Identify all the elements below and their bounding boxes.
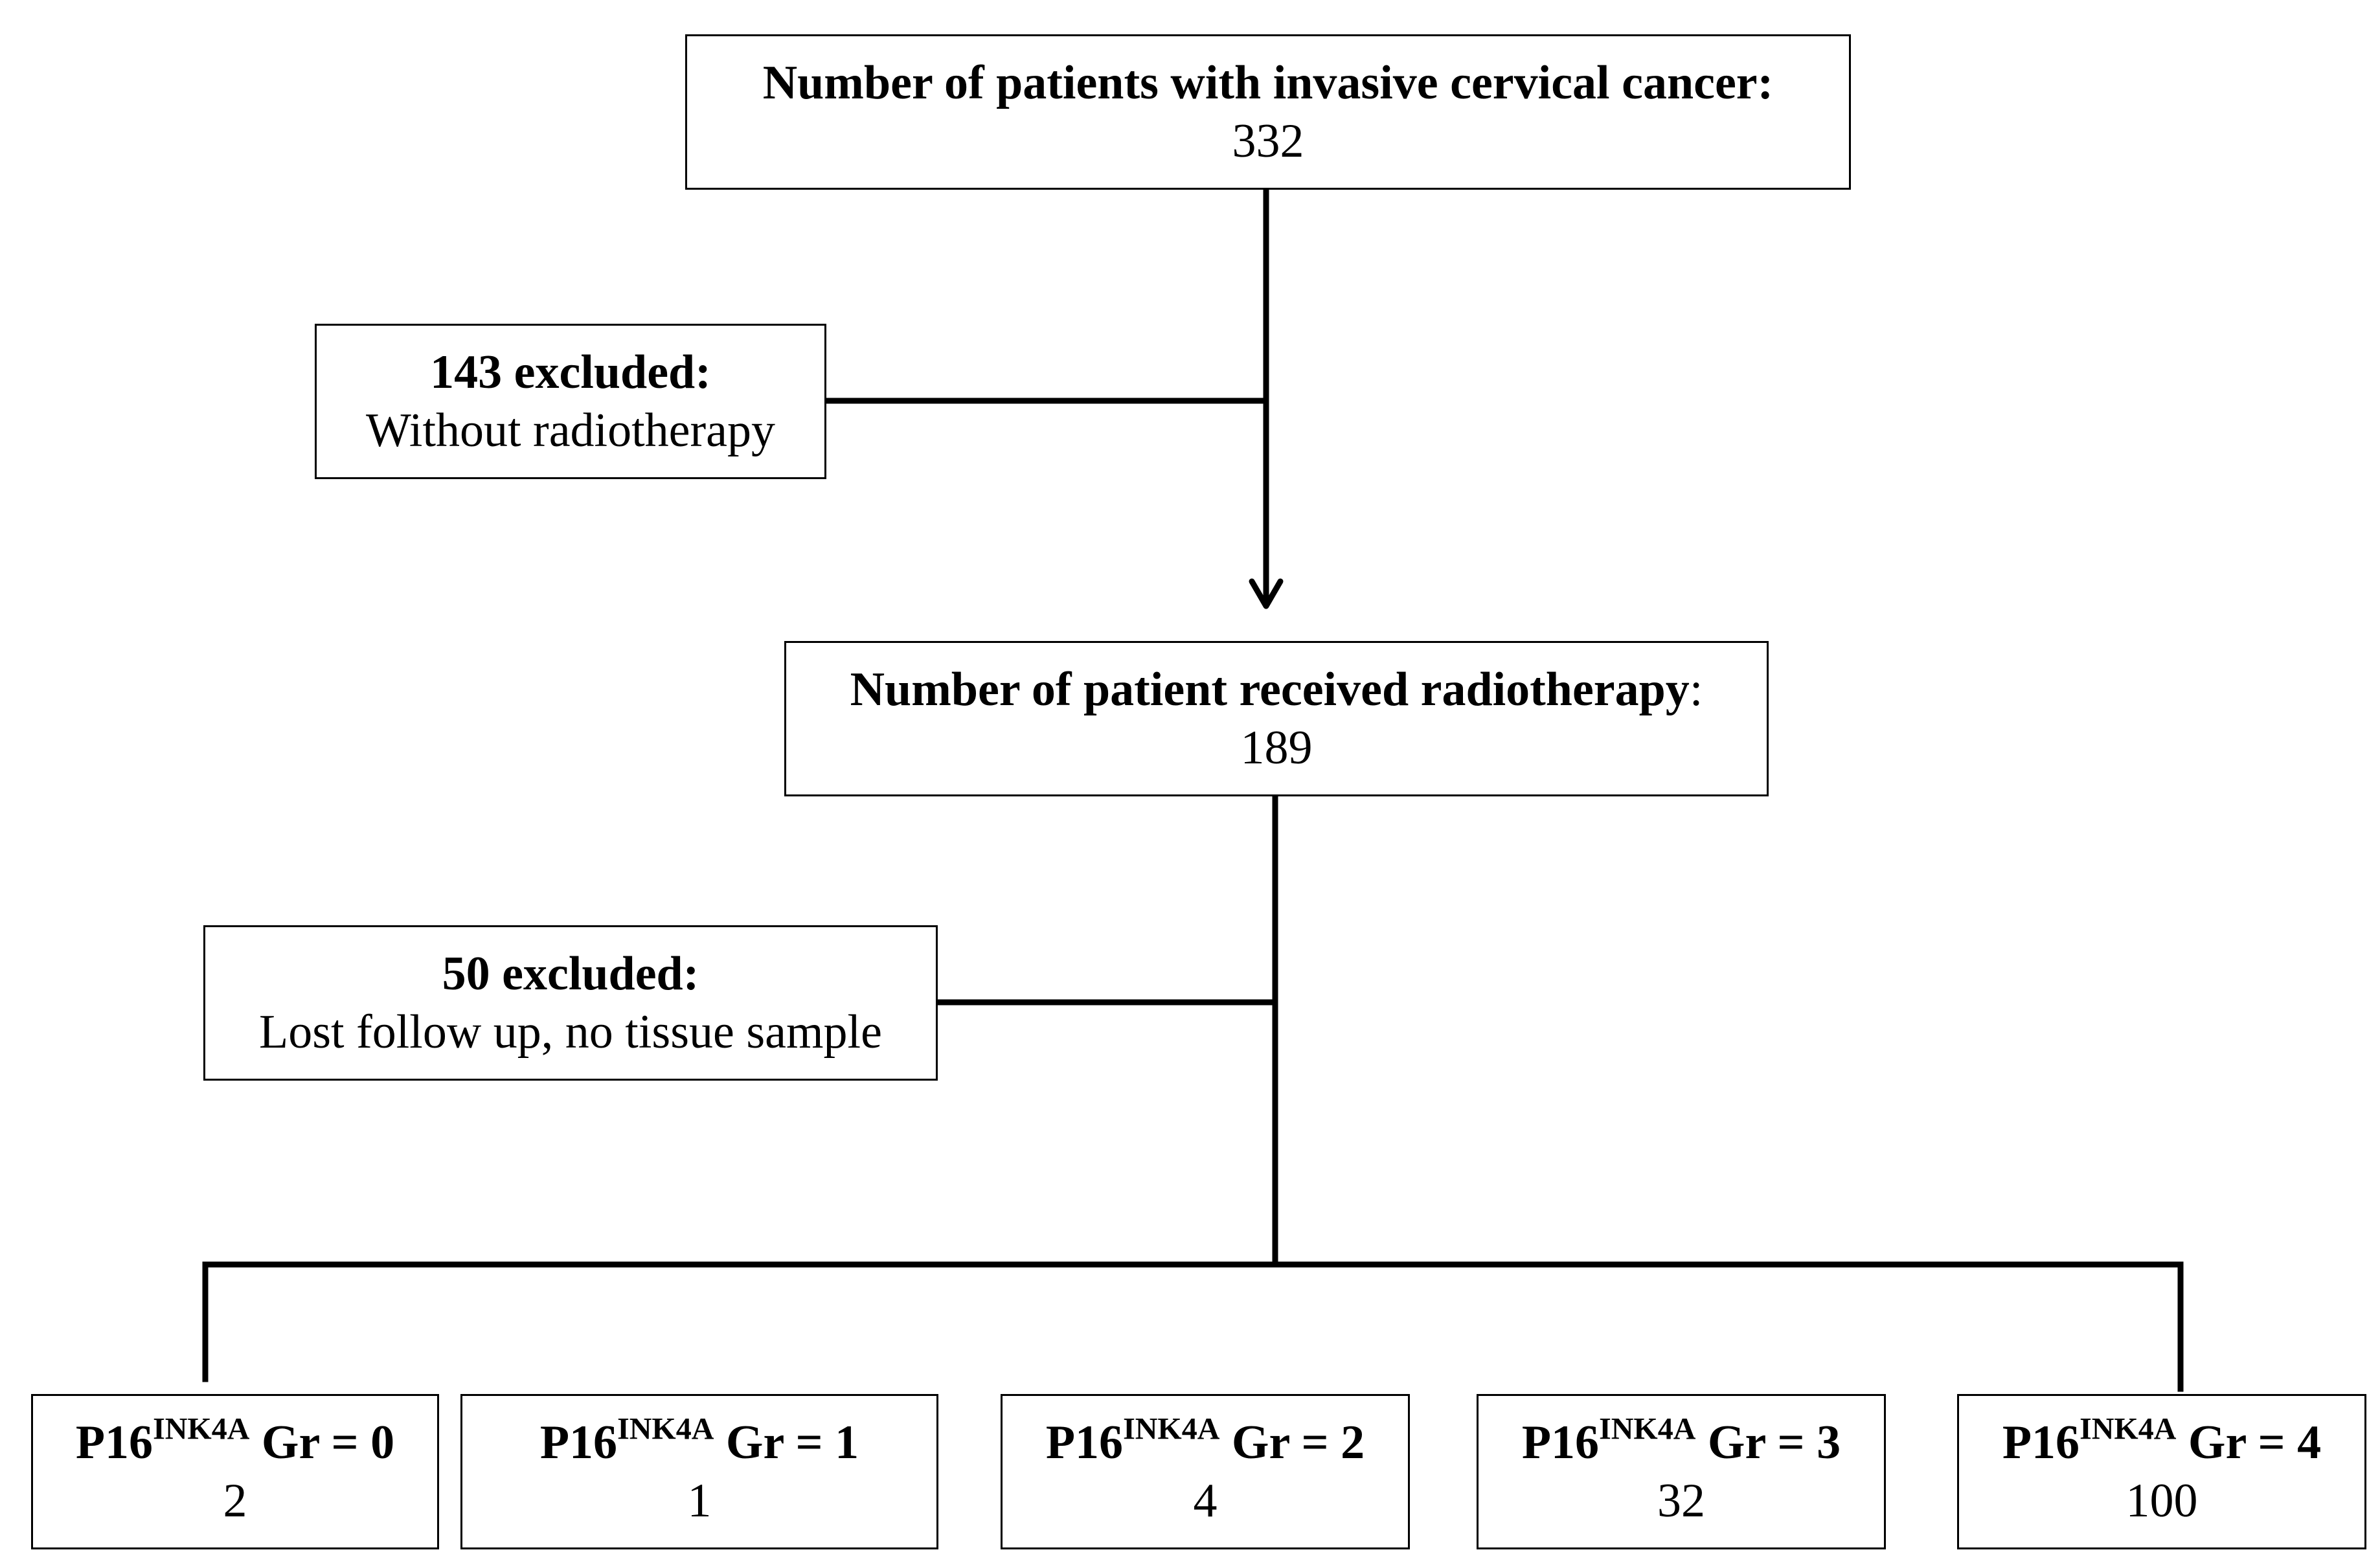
grade-1-grade: Gr = 1	[714, 1415, 859, 1469]
grade-4-label: P16INK4A Gr = 4	[2002, 1413, 2321, 1472]
received-radiotherapy-heading: Number of patient received radiotherapy	[850, 662, 1690, 716]
grade-2-box: P16INK4A Gr = 2 4	[1001, 1394, 1410, 1549]
grade-0-marker: P16	[75, 1415, 153, 1469]
total-patients-count: 332	[1232, 115, 1304, 168]
grade-1-box: P16INK4A Gr = 1 1	[460, 1394, 938, 1549]
grade-0-grade: Gr = 0	[249, 1415, 395, 1469]
grade-4-superscript: INK4A	[2080, 1411, 2177, 1446]
grade-0-label: P16INK4A Gr = 0	[76, 1413, 394, 1472]
grade-0-box: P16INK4A Gr = 0 2	[31, 1394, 439, 1549]
grade-4-grade: Gr = 4	[2176, 1415, 2322, 1469]
received-radiotherapy-box: Number of patient received radiotherapy:…	[784, 641, 1769, 796]
grade-3-count: 32	[1657, 1474, 1705, 1527]
excluded-no-radiotherapy-heading: 143 excluded:	[430, 345, 711, 399]
grade-3-label: P16INK4A Gr = 3	[1522, 1413, 1841, 1472]
grade-0-superscript: INK4A	[153, 1411, 250, 1446]
received-radiotherapy-colon: :	[1689, 662, 1703, 716]
received-radiotherapy-heading-line: Number of patient received radiotherapy:	[850, 660, 1703, 719]
grade-3-grade: Gr = 3	[1695, 1415, 1841, 1469]
grade-1-label: P16INK4A Gr = 1	[540, 1413, 859, 1472]
grade-4-marker: P16	[2002, 1415, 2080, 1469]
grade-1-count: 1	[687, 1474, 712, 1527]
grade-3-superscript: INK4A	[1599, 1411, 1696, 1446]
grade-2-grade: Gr = 2	[1219, 1415, 1365, 1469]
excluded-no-radiotherapy-box: 143 excluded: Without radiotherapy	[315, 324, 826, 479]
grade-2-count: 4	[1193, 1474, 1218, 1527]
grade-0-count: 2	[223, 1474, 247, 1527]
grade-1-superscript: INK4A	[617, 1411, 714, 1446]
grade-1-marker: P16	[539, 1415, 618, 1469]
excluded-lost-followup-box: 50 excluded: Lost follow up, no tissue s…	[203, 925, 938, 1081]
grade-2-marker: P16	[1045, 1415, 1124, 1469]
grade-4-count: 100	[2125, 1474, 2198, 1527]
grade-3-box: P16INK4A Gr = 3 32	[1477, 1394, 1886, 1549]
total-patients-box: Number of patients with invasive cervica…	[685, 34, 1851, 190]
grade-2-label: P16INK4A Gr = 2	[1046, 1413, 1365, 1472]
total-patients-heading: Number of patients with invasive cervica…	[762, 56, 1774, 109]
excluded-lost-followup-heading: 50 excluded:	[442, 947, 699, 1000]
received-radiotherapy-count: 189	[1240, 721, 1313, 774]
grade-4-box: P16INK4A Gr = 4 100	[1957, 1394, 2366, 1549]
grade-2-superscript: INK4A	[1123, 1411, 1220, 1446]
arrowhead	[1249, 578, 1284, 609]
excluded-no-radiotherapy-reason: Without radiotherapy	[366, 404, 775, 457]
grade-3-marker: P16	[1521, 1415, 1600, 1469]
excluded-lost-followup-reason: Lost follow up, no tissue sample	[259, 1006, 882, 1059]
